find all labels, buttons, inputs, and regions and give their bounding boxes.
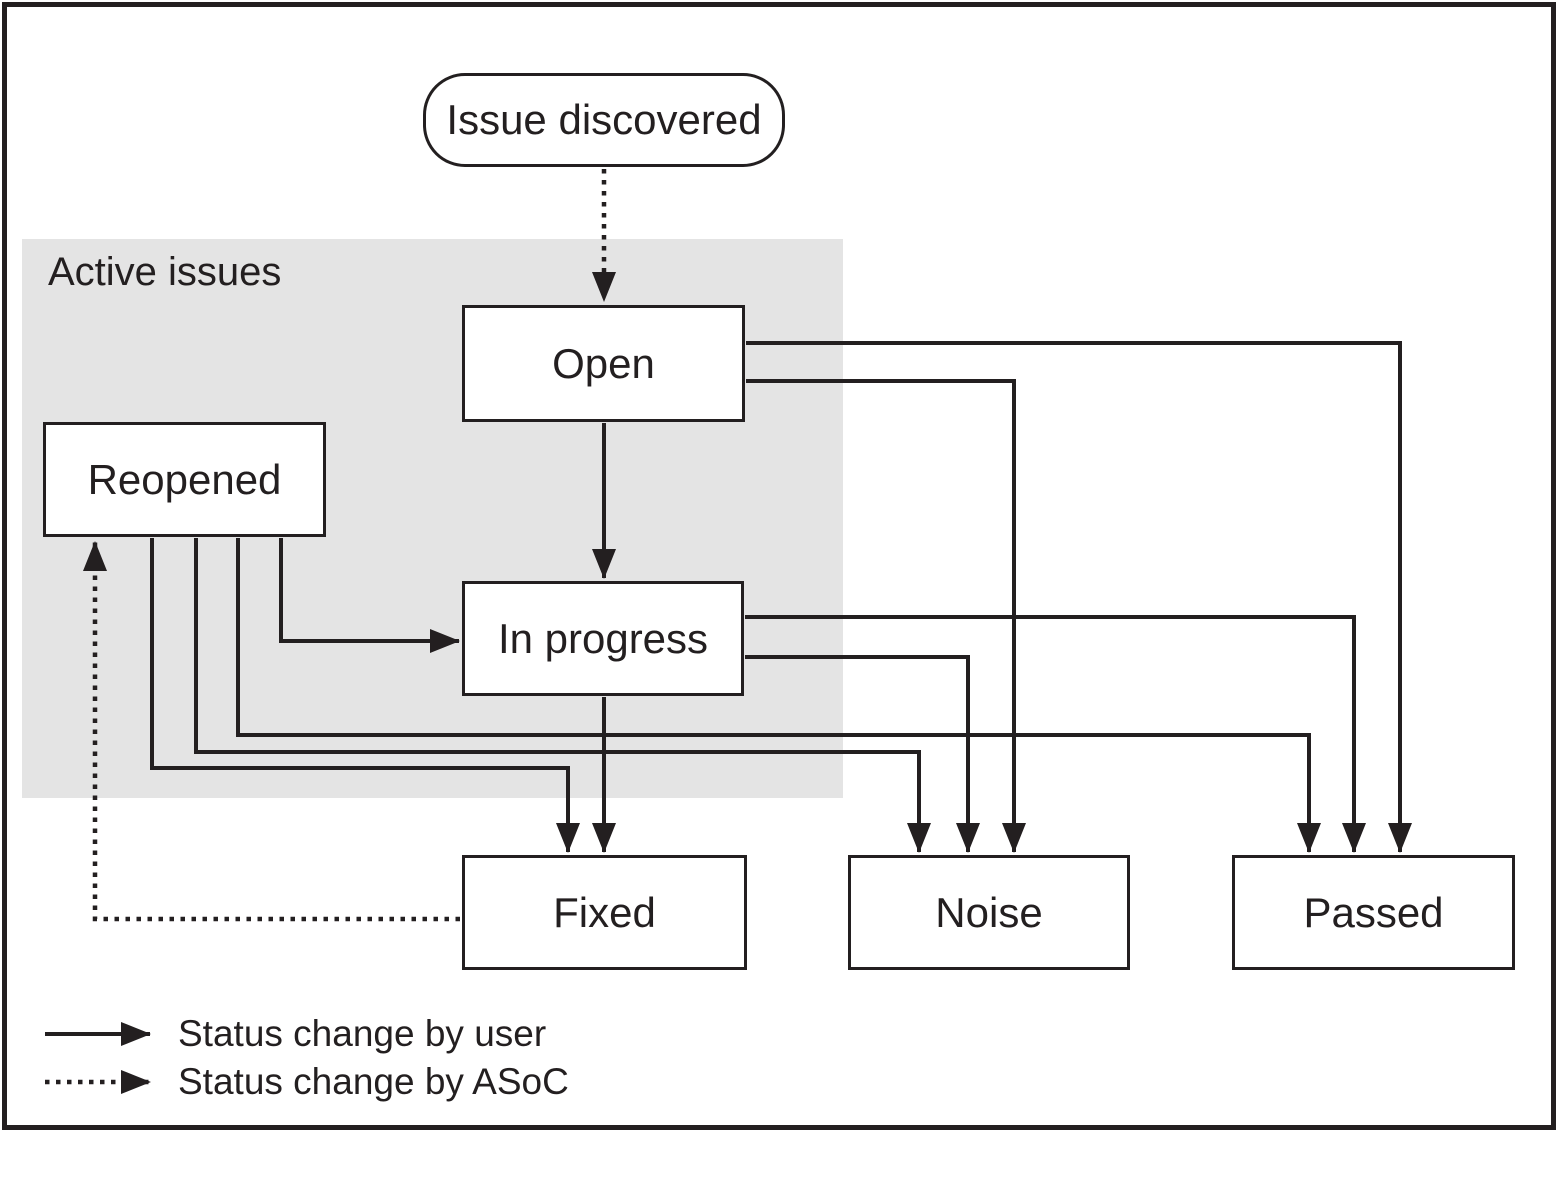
node-passed-label: Passed bbox=[1303, 888, 1444, 936]
node-noise: Noise bbox=[848, 855, 1130, 970]
edge-fixed-to-reopened bbox=[83, 541, 460, 922]
node-open: Open bbox=[462, 305, 745, 422]
edge-open-to-noise bbox=[746, 379, 1026, 853]
edge-reopened-to-in-progress bbox=[279, 538, 460, 653]
node-passed: Passed bbox=[1232, 855, 1515, 970]
edge-in-progress-to-passed bbox=[745, 615, 1366, 853]
node-reopened-label: Reopened bbox=[87, 455, 282, 503]
legend-user-label: Status change by user bbox=[178, 1013, 547, 1054]
node-noise-label: Noise bbox=[935, 888, 1043, 936]
node-fixed: Fixed bbox=[462, 855, 747, 970]
node-reopened: Reopened bbox=[43, 422, 326, 537]
edge-reopened-to-noise bbox=[194, 538, 931, 853]
node-fixed-label: Fixed bbox=[553, 888, 656, 936]
node-in-progress-label: In progress bbox=[497, 614, 709, 662]
edge-reopened-to-fixed bbox=[150, 538, 580, 853]
legend-asoc-label: Status change by ASoC bbox=[178, 1061, 569, 1102]
edge-open-to-passed bbox=[746, 341, 1412, 853]
node-open-label: Open bbox=[552, 339, 655, 387]
edge-in-progress-to-noise bbox=[745, 655, 980, 853]
node-in-progress: In progress bbox=[462, 581, 744, 696]
active-issues-label: Active issues bbox=[48, 250, 282, 294]
node-issue-discovered-label: Issue discovered bbox=[446, 96, 762, 143]
edge-reopened-to-passed bbox=[236, 538, 1321, 853]
node-issue-discovered: Issue discovered bbox=[423, 73, 785, 167]
